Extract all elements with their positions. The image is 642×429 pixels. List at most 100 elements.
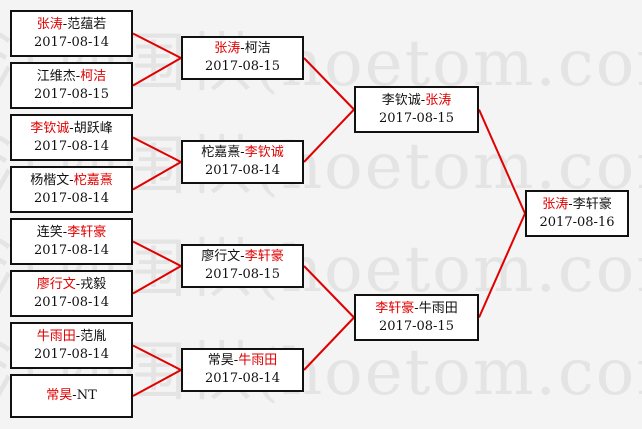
bracket-connector-13 [478, 109, 526, 214]
separator: - [233, 353, 239, 368]
player-1: 李钦诚 [30, 120, 70, 136]
separator: - [240, 145, 245, 160]
player-2: 牛雨田 [418, 300, 458, 316]
player-1: 张涛 [542, 196, 569, 212]
match-date: 2017-08-14 [34, 34, 109, 50]
separator: - [62, 224, 68, 240]
match-players: 杨楷文-柁嘉熹 [30, 172, 112, 190]
match-date: 2017-08-16 [539, 214, 615, 230]
match-date: 2017-08-14 [34, 294, 109, 310]
player-2: 李轩豪 [67, 224, 107, 240]
player-1: 常昊 [46, 388, 73, 403]
bracket-connector-2 [132, 57, 182, 87]
separator: - [62, 16, 68, 32]
player-1: 李轩豪 [375, 300, 415, 316]
bracket-connector-4 [132, 161, 182, 191]
bracket-connector-14 [478, 213, 526, 318]
match-players: 常昊-NT [46, 387, 96, 405]
player-2: 李轩豪 [572, 196, 612, 212]
match-players: 牛雨田-范胤 [37, 328, 106, 346]
round1-match-8: 常昊-NT [10, 374, 133, 418]
bracket-connector-11 [303, 265, 355, 319]
match-date: 2017-08-14 [34, 190, 109, 206]
match-date: 2017-08-14 [34, 242, 109, 258]
match-players: 廖行文-戎毅 [37, 276, 106, 294]
match-date: 2017-08-15 [205, 59, 280, 74]
bracket-connector-6 [132, 265, 182, 295]
bracket-connector-1 [132, 32, 182, 59]
player-1: 李钦诚 [381, 92, 421, 108]
bracket-connector-8 [132, 369, 182, 397]
separator: - [72, 388, 77, 403]
match-date: 2017-08-15 [379, 318, 454, 334]
player-1: 常昊 [207, 353, 234, 368]
player-1: 柁嘉熹 [201, 145, 241, 160]
bracket-connector-12 [303, 316, 355, 371]
separator: - [75, 68, 81, 84]
match-date: 2017-08-15 [205, 267, 280, 282]
player-1: 廖行文 [201, 249, 241, 264]
separator: - [420, 92, 426, 108]
match-players: 张涛-柯洁 [214, 40, 270, 58]
bracket-connector-9 [303, 57, 355, 111]
match-players: 江维杰-柯洁 [37, 68, 106, 86]
player-1: 张涛 [214, 41, 241, 56]
separator: - [568, 196, 573, 212]
bracket-connector-10 [303, 108, 355, 163]
match-date: 2017-08-14 [205, 371, 280, 386]
player-2: 李轩豪 [244, 249, 284, 264]
player-2: 张涛 [425, 92, 452, 108]
match-date: 2017-08-15 [34, 86, 109, 102]
match-players: 柁嘉熹-李钦诚 [201, 144, 283, 162]
match-date: 2017-08-14 [34, 346, 109, 362]
match-date: 2017-08-15 [379, 110, 454, 126]
player-1: 牛雨田 [36, 328, 76, 344]
separator: - [240, 41, 245, 56]
player-2: 牛雨田 [238, 353, 278, 368]
bracket-connector-5 [132, 240, 182, 267]
match-players: 李钦诚-张涛 [382, 92, 451, 110]
match-players: 李轩豪-牛雨田 [375, 300, 457, 318]
match-date: 2017-08-14 [205, 163, 280, 178]
match-players: 张涛-范蕴若 [37, 16, 106, 34]
match-players: 连笑-李轩豪 [37, 224, 106, 242]
player-1: 廖行文 [36, 276, 76, 292]
match-date: 2017-08-14 [34, 138, 109, 154]
player-2: 戎毅 [80, 276, 107, 292]
player-2: 胡跃峰 [73, 120, 113, 136]
separator: - [75, 276, 81, 292]
separator: - [69, 172, 74, 188]
player-2: 柯洁 [80, 68, 107, 84]
separator: - [240, 249, 245, 264]
separator: - [414, 300, 419, 316]
bracket-connector-3 [132, 136, 182, 163]
player-2: 范蕴若 [67, 16, 107, 32]
round2-match-3: 廖行文-李轩豪 2017-08-15 [181, 244, 304, 288]
match-players: 李钦诚-胡跃峰 [30, 120, 112, 138]
player-1: 连笑 [36, 224, 63, 240]
player-2: 范胤 [80, 328, 107, 344]
player-1: 张涛 [36, 16, 63, 32]
player-1: 江维杰 [36, 68, 76, 84]
match-players: 张涛-李轩豪 [542, 196, 611, 214]
separator: - [69, 120, 74, 136]
player-2: 柯洁 [244, 41, 271, 56]
player-2: NT [76, 388, 97, 403]
player-2: 柁嘉熹 [73, 172, 113, 188]
bracket-connector-7 [132, 344, 182, 371]
match-players: 常昊-牛雨田 [208, 352, 277, 370]
